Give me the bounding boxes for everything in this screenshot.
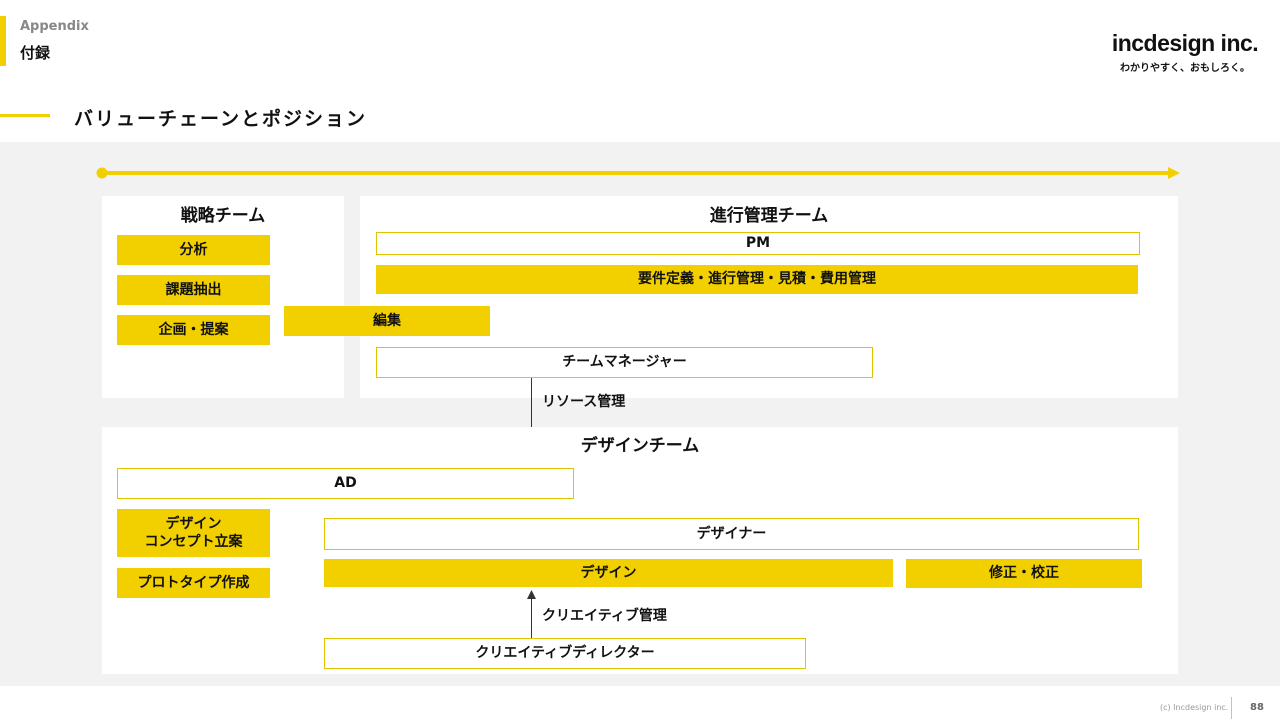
task-revision: 修正・校正 <box>906 559 1142 588</box>
creative-arrow-head <box>527 590 536 599</box>
task-issue-extraction: 課題抽出 <box>117 275 270 305</box>
creative-management-label: クリエイティブ管理 <box>542 608 667 624</box>
task-planning-proposal: 企画・提案 <box>117 315 270 345</box>
flow-arrow <box>96 167 1180 179</box>
progress-team-title: 進行管理チーム <box>709 206 829 226</box>
role-designer: デザイナー <box>324 518 1139 550</box>
role-pm: PM <box>376 232 1140 255</box>
role-ad: AD <box>117 468 574 499</box>
task-analysis: 分析 <box>117 235 270 265</box>
page-title: バリューチェーンとポジション <box>74 108 368 130</box>
flow-arrow-head <box>1168 167 1180 179</box>
task-prototype: プロトタイプ作成 <box>117 568 270 598</box>
task-design: デザイン <box>324 559 893 587</box>
design-team-title: デザインチーム <box>580 436 700 456</box>
section-accent-bar <box>0 16 6 66</box>
creative-arrow-line <box>531 597 532 638</box>
task-editing: 編集 <box>284 306 490 336</box>
strategy-team-title: 戦略チーム <box>180 206 266 226</box>
footer-divider <box>1231 697 1232 719</box>
task-design-concept: デザイン コンセプト立案 <box>117 509 270 557</box>
resource-management-label: リソース管理 <box>542 394 626 410</box>
logo-tagline: わかりやすく、おもしろく。 <box>1120 63 1250 74</box>
section-label-ja: 付録 <box>20 44 51 62</box>
section-label-en: Appendix <box>20 19 89 34</box>
copyright: (c) Incdesign inc. <box>1160 703 1229 712</box>
company-logo: incdesign inc. わかりやすく、おもしろく。 <box>1100 30 1270 74</box>
page-number: 88 <box>1250 702 1264 713</box>
title-accent-line <box>0 114 50 117</box>
role-creative-director: クリエイティブディレクター <box>324 638 806 669</box>
task-pm-duties: 要件定義・進行管理・見積・費用管理 <box>376 265 1138 294</box>
resource-arrow-line <box>531 378 532 448</box>
role-team-manager: チームマネージャー <box>376 347 873 378</box>
logo-text: incdesign inc. <box>1111 30 1259 56</box>
